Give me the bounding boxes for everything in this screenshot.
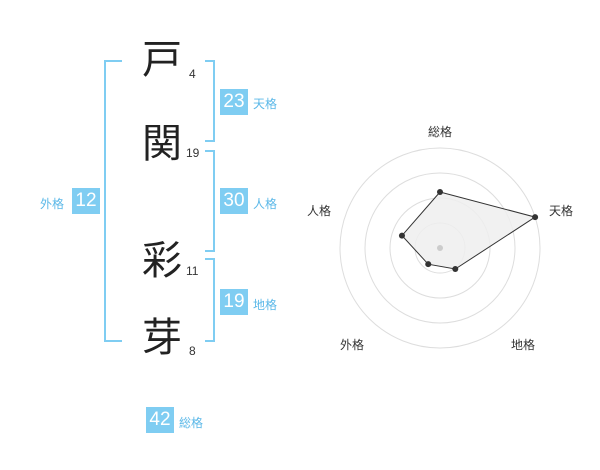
soukaku-value-badge: 42 (146, 407, 174, 433)
surname-char-2: 関 (142, 121, 182, 167)
jinkaku-value-badge: 30 (220, 188, 248, 214)
radar-polygon (401, 191, 537, 270)
tenkaku-value-badge: 23 (220, 89, 248, 115)
given-char-2-strokes: 8 (189, 344, 196, 358)
gaikaku-value-badge: 12 (72, 188, 100, 214)
radar-center-dot (437, 245, 443, 251)
soukaku-label: 総格 (179, 416, 204, 430)
chikaku-value-badge: 19 (220, 289, 248, 315)
surname-char-1-strokes: 4 (189, 67, 196, 81)
jinkaku-bracket (205, 150, 215, 252)
chikaku-label: 地格 (253, 298, 278, 312)
jinkaku-label: 人格 (253, 197, 278, 211)
radar-point-3 (425, 261, 432, 268)
given-char-1: 彩 (142, 238, 182, 284)
radar-point-4 (398, 232, 405, 239)
radar-axis-label-chikaku: 地格 (511, 338, 536, 352)
surname-char-2-strokes: 19 (186, 146, 200, 160)
gaikaku-label: 外格 (40, 197, 65, 211)
radar-point-1 (532, 214, 539, 221)
tenkaku-label: 天格 (253, 97, 278, 111)
radar-point-2 (452, 266, 459, 273)
tenkaku-bracket (205, 60, 215, 142)
given-char-1-strokes: 11 (186, 264, 199, 278)
radar-ring-3 (364, 172, 516, 324)
radar-axis-label-gaikaku: 外格 (340, 338, 365, 352)
radar-axis-label-tenkaku: 天格 (549, 204, 574, 218)
radar-point-0 (437, 189, 443, 195)
surname-char-1: 戸 (142, 37, 182, 83)
radar-ring-4 (339, 147, 541, 349)
radar-axis-label-jinkaku: 人格 (307, 204, 332, 218)
chikaku-bracket (205, 258, 215, 342)
radar-axis-label-soukaku: 総格 (428, 125, 453, 139)
given-char-2: 芽 (142, 315, 182, 361)
gaikaku-bracket (104, 60, 122, 342)
